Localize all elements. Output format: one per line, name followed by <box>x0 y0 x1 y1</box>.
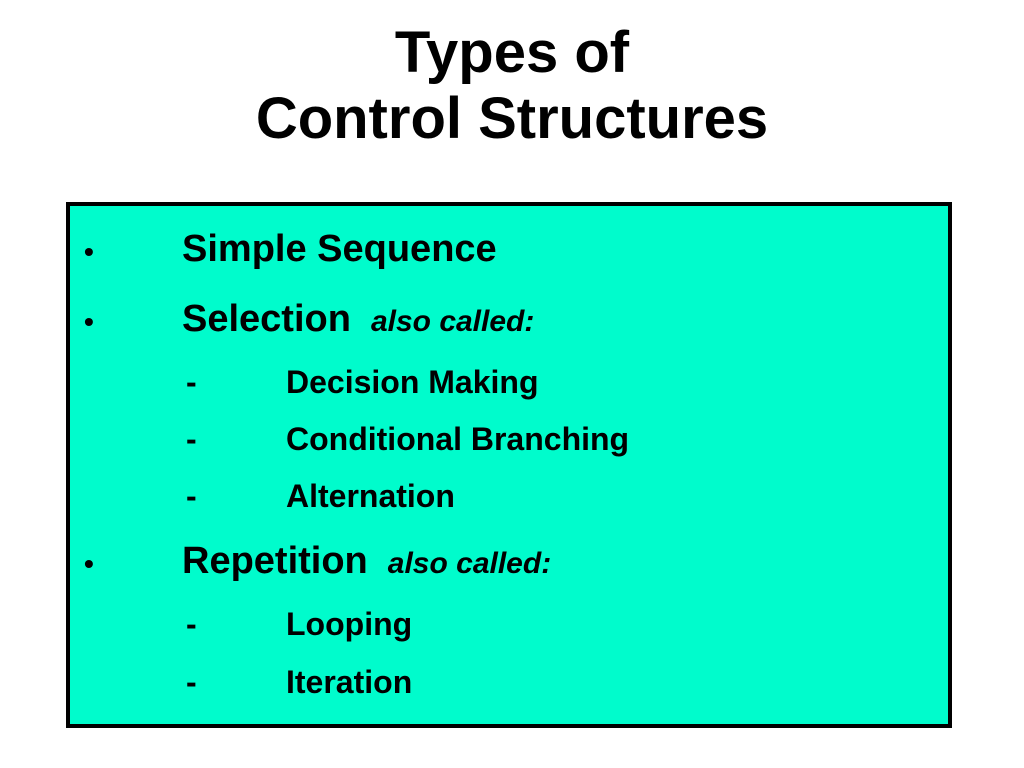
item-note: also called: <box>387 547 552 580</box>
bullet-icon: • <box>84 548 94 579</box>
sub-item-label: Decision Making <box>286 364 539 400</box>
slide-title: Types of Control Structures <box>0 20 1024 152</box>
dash-marker: - <box>186 421 197 457</box>
item-label-with-note: Selection also called: <box>182 298 534 341</box>
title-line-2: Control Structures <box>255 86 769 151</box>
bullet-icon: • <box>84 236 94 267</box>
dash-marker: - <box>186 664 197 700</box>
sub-item-label: Alternation <box>286 478 455 514</box>
item-label-with-note: Repetition also called: <box>182 540 551 583</box>
dash-marker: - <box>186 478 197 514</box>
title-line-1: Types of <box>394 20 630 85</box>
item-note: also called: <box>370 305 535 338</box>
dash-marker: - <box>186 606 197 642</box>
item-label: Simple Sequence <box>182 228 497 270</box>
sub-item-label: Iteration <box>286 664 413 700</box>
bullet-icon: • <box>84 306 94 337</box>
sub-item-label: Looping <box>286 606 413 642</box>
sub-item-label: Conditional Branching <box>286 421 630 457</box>
item-label: Selection <box>182 298 351 340</box>
item-label: Repetition <box>182 540 368 582</box>
dash-marker: - <box>186 364 197 400</box>
content-box: • Simple Sequence • Selection also called… <box>66 202 952 728</box>
